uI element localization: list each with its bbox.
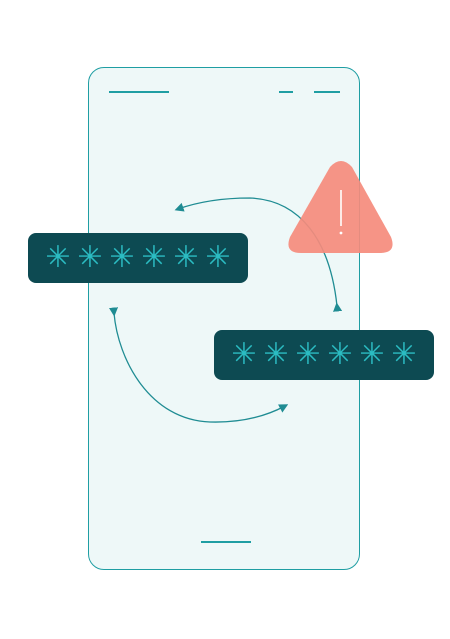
asterisk-icon: ✳ [141,240,167,275]
password-field-top: ✳ ✳ ✳ ✳ ✳ ✳ [28,233,248,283]
asterisk-icon: ✳ [391,337,417,372]
asterisk-icon: ✳ [173,240,199,275]
status-bar-dash [314,91,340,93]
asterisk-icon: ✳ [263,337,289,372]
password-field-bottom: ✳ ✳ ✳ ✳ ✳ ✳ [214,330,434,380]
asterisk-icon: ✳ [327,337,353,372]
asterisk-icon: ✳ [359,337,385,372]
status-bar-dash [279,91,293,93]
asterisk-icon: ✳ [77,240,103,275]
asterisk-icon: ✳ [205,240,231,275]
asterisk-icon: ✳ [45,240,71,275]
home-indicator [201,541,251,543]
asterisk-icon: ✳ [231,337,257,372]
arrow-top [174,197,343,312]
status-bar-left-line [109,91,169,93]
arrow-bottom [109,307,289,423]
asterisk-icon: ✳ [295,337,321,372]
asterisk-icon: ✳ [109,240,135,275]
exclamation-dot [339,231,343,235]
